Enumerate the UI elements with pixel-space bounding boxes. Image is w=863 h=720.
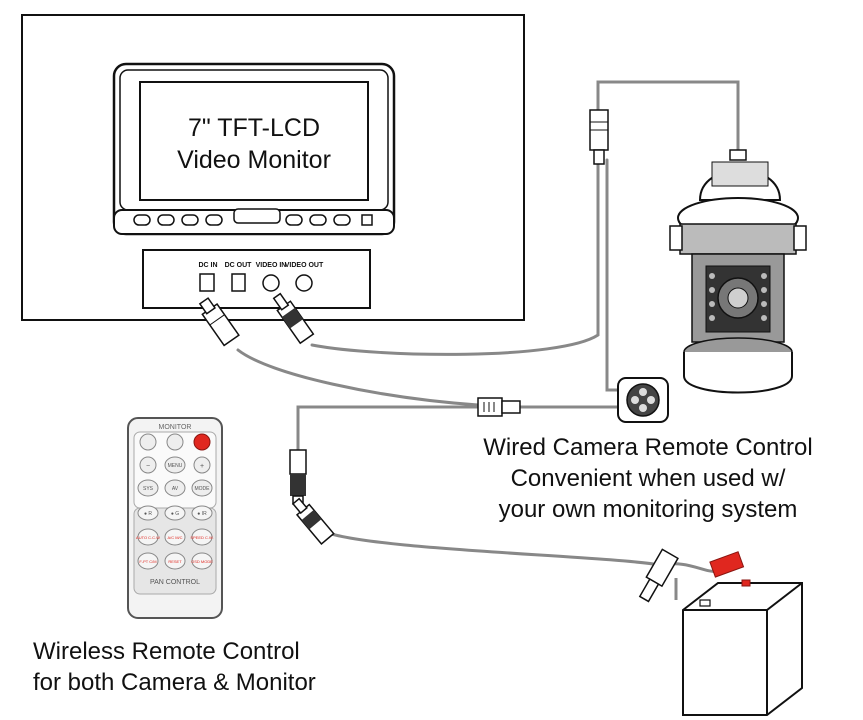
power-splitter [289, 449, 307, 505]
port-label-video-out: VIDEO OUT [285, 262, 324, 269]
monitor-screen [139, 81, 369, 201]
battery-clip-red [709, 551, 745, 578]
port-label-video-in: VIDEO IN [256, 262, 287, 269]
dc-in-port [199, 273, 215, 292]
remote-btn-osd: OSD MODE [191, 559, 213, 564]
wireless-caption-line1: Wireless Remote Control [33, 638, 300, 665]
screen-title-line1: 7" TFT-LCD [188, 114, 320, 142]
port-label-dc-out: DC OUT [225, 262, 253, 269]
remote-btn-ac: A/C M/C [167, 535, 182, 540]
wired-caption-line3: your own monitoring system [498, 496, 798, 523]
remote-btn-speed: SPEED C.W. [190, 535, 213, 540]
wired-remote-caption: Wired Camera Remote Control Convenient w… [452, 432, 844, 525]
remote-btn-menu: MENU [168, 463, 183, 469]
wired-remote-icon [617, 377, 669, 423]
remote-btn-auto: AUTO C.C.W [136, 535, 160, 540]
monitor-icon [112, 62, 396, 236]
remote-btn-av: AV [172, 486, 179, 492]
battery-icon [682, 579, 803, 716]
remote-footer: PAN CONTROL [150, 579, 200, 586]
video-in-port [262, 274, 280, 292]
battery-clip-black [638, 548, 679, 603]
camera-icon [669, 149, 807, 394]
port-label-dc-in: DC IN [198, 262, 217, 269]
wired-caption-line1: Wired Camera Remote Control [483, 434, 813, 461]
remote-btn-sys: SYS [143, 486, 154, 492]
remote-btn-reset: RESET [168, 559, 182, 564]
remote-btn-g: ● G [171, 511, 179, 517]
wireless-remote-caption: Wireless Remote Control for both Camera … [33, 636, 393, 698]
remote-btn-fpt: F-PT C/M [139, 559, 156, 564]
screen-title-line2: Video Monitor [177, 146, 331, 174]
port-panel: DC IN DC OUT VIDEO IN VIDEO OUT [142, 249, 371, 309]
junction-connector [477, 397, 521, 417]
power-plug [291, 497, 335, 545]
remote-btn-minus: − [146, 463, 150, 470]
wireless-caption-line2: for both Camera & Monitor [33, 669, 316, 696]
dc-out-port [231, 273, 246, 292]
remote-btn-mode: MODE [195, 486, 211, 492]
wired-caption-line2: Convenient when used w/ [510, 465, 786, 492]
remote-btn-r: ● R [144, 511, 152, 517]
video-plug [272, 292, 315, 345]
video-out-port [295, 274, 313, 292]
remote-btn-plus: + [200, 463, 204, 470]
dc-plug [198, 297, 240, 347]
wireless-remote-icon [127, 417, 223, 619]
remote-header: MONITOR [159, 424, 192, 431]
remote-btn-ir: ● IR [197, 511, 207, 517]
camera-connector [589, 109, 609, 165]
